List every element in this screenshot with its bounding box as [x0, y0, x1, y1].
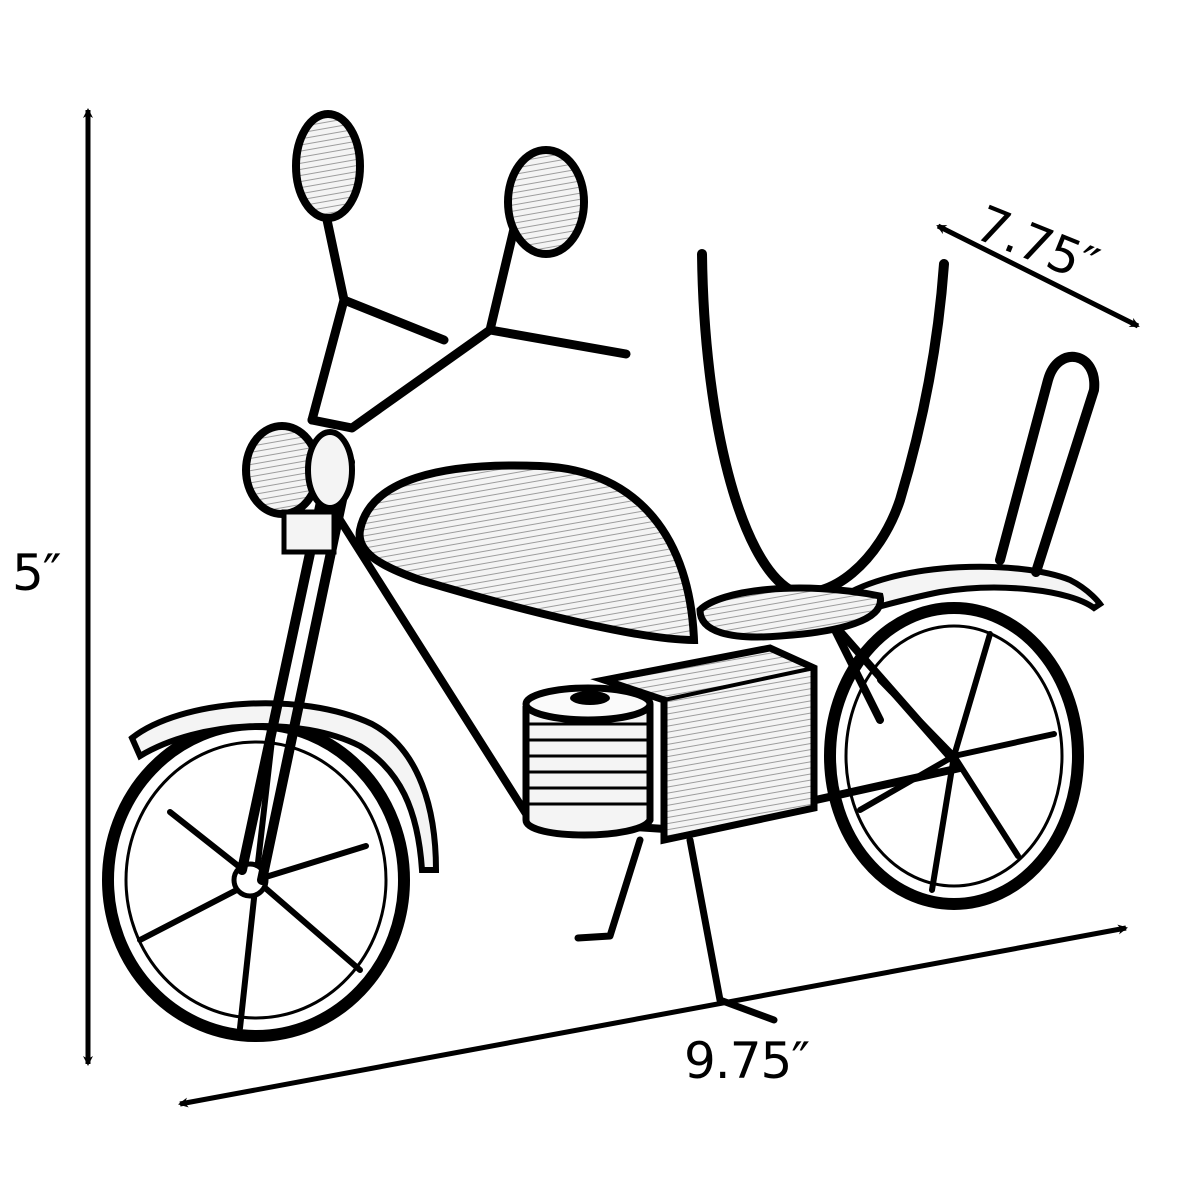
mirror-right	[504, 146, 588, 258]
sissy-bar	[995, 351, 1100, 577]
exhaust-cylinder	[522, 684, 654, 839]
motorcycle-illustration	[102, 110, 1105, 1042]
seat	[696, 584, 884, 641]
fuel-tank	[355, 461, 699, 645]
height-dimension-label: 5″	[12, 544, 61, 602]
kickstand	[574, 836, 778, 1024]
headlight	[242, 422, 355, 555]
length-dimension-arrow	[178, 924, 1128, 1108]
u-shaped-holder	[697, 249, 949, 598]
length-dimension-label: 9.75″	[684, 1032, 810, 1090]
mirror-left	[292, 110, 364, 222]
front-wheel	[102, 718, 410, 1042]
rear-fender	[836, 563, 1105, 620]
width-dimension-arrow	[936, 223, 1140, 329]
